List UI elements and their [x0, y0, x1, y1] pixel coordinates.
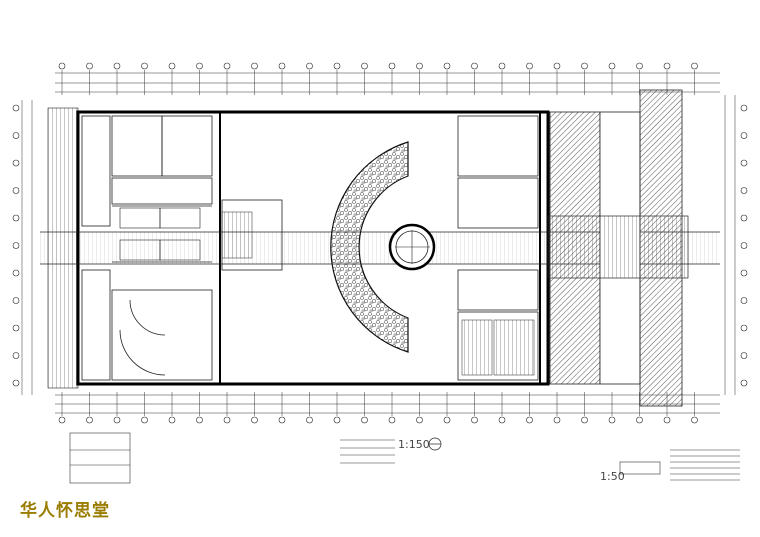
east-stair [461, 319, 493, 376]
east-rooms [457, 115, 539, 381]
bottom-grid-bubble [636, 416, 643, 424]
top-grid-bubble [361, 62, 368, 70]
bottom-grid-bubble [168, 416, 176, 424]
bottom-grid-bubble [223, 416, 231, 424]
left-grid-bubble [12, 242, 20, 249]
right-dimension-lines [724, 95, 736, 395]
right-grid-bubble [740, 104, 748, 112]
bottom-grid-bubble [58, 416, 66, 424]
bottom-grid-bubble [663, 416, 671, 424]
main-scale-label: 1:150 [398, 438, 430, 451]
bottom-grid-bubble [141, 416, 148, 424]
crescent-stone-paving [330, 141, 409, 353]
bottom-grid-bubble [526, 416, 533, 424]
left-grid-bubble [12, 104, 20, 112]
right-grid-bubble [740, 297, 748, 304]
left-grid-bubble [12, 214, 20, 222]
bottom-dimension-lines [55, 394, 720, 414]
top-grid-bubble [416, 62, 423, 70]
top-grid-bubble [278, 62, 286, 70]
bottom-grid-bubble [471, 416, 478, 424]
bottom-grid-bubble [443, 416, 451, 424]
bottom-grid-bubble [113, 416, 121, 424]
top-grid-bubble [168, 62, 176, 70]
right-grid-bubble [740, 352, 748, 359]
bottom-grid-bubble [498, 416, 506, 424]
left-grid-bubble [12, 269, 20, 277]
bottom-grid-bubble [691, 416, 698, 424]
left-grid-bubble [12, 379, 20, 387]
left-grid-bubble [12, 324, 20, 332]
bottom-grid-bubble [278, 416, 286, 424]
bottom-grid-bubble [306, 416, 313, 424]
top-grid-bubble [581, 62, 588, 70]
top-grid-bubble [526, 62, 533, 70]
top-grid-bubble [691, 62, 698, 70]
bottom-grid-bubble [361, 416, 368, 424]
left-grid-bubble [12, 132, 20, 139]
top-grid-bubble [608, 62, 616, 70]
top-grid-bubble [113, 62, 121, 70]
grid-axis-ticks [61, 70, 695, 416]
bottom-grid-bubble [553, 416, 561, 424]
top-grid-bubble [471, 62, 478, 70]
credit-caption: 华人怀思堂 [20, 501, 110, 521]
top-grid-bubble [388, 62, 396, 70]
bottom-grid-bubble [416, 416, 423, 424]
top-grid-bubble [498, 62, 506, 70]
left-dimension-lines [21, 100, 33, 395]
right-grid-bubble [740, 324, 748, 332]
top-grid-bubble [333, 62, 341, 70]
left-grid-bubble [12, 159, 20, 167]
bottom-center-notes [340, 439, 395, 464]
right-grid-bubble [740, 214, 748, 222]
bottom-grid-bubble [196, 416, 203, 424]
right-grid-bubble [740, 132, 748, 139]
right-grid-bubble [740, 379, 748, 387]
bottom-grid-bubble [86, 416, 93, 424]
bottom-left-schedule [69, 432, 131, 484]
bottom-grid-bubble [608, 416, 616, 424]
top-grid-bubble [251, 62, 258, 70]
left-grid-bubble [12, 297, 20, 304]
left-grid-bubble [12, 187, 20, 194]
detail-scale-label: 1:50 [600, 470, 625, 483]
grid-axis-bubbles [12, 62, 748, 424]
left-grid-bubble [12, 352, 20, 359]
bottom-grid-bubble [581, 416, 588, 424]
top-grid-bubble [86, 62, 93, 70]
right-grid-bubble [740, 269, 748, 277]
top-grid-bubble [58, 62, 66, 70]
right-grid-bubble [740, 187, 748, 194]
top-grid-bubble [196, 62, 203, 70]
east-annex [547, 89, 689, 407]
bottom-right-detail [619, 461, 661, 475]
top-grid-bubble [663, 62, 671, 70]
top-grid-bubble [141, 62, 148, 70]
top-grid-bubble [306, 62, 313, 70]
top-grid-bubble [636, 62, 643, 70]
right-grid-bubble [740, 159, 748, 167]
top-grid-bubble [223, 62, 231, 70]
top-grid-bubble [443, 62, 451, 70]
west-wing-rooms [81, 115, 213, 381]
bottom-grid-bubble [251, 416, 258, 424]
top-grid-bubble [553, 62, 561, 70]
right-grid-bubble [740, 242, 748, 249]
bottom-grid-bubble [333, 416, 341, 424]
east-stair-2 [493, 319, 535, 376]
bottom-grid-bubble [388, 416, 396, 424]
bottom-right-notes [670, 449, 740, 481]
top-dimension-lines [55, 72, 720, 93]
